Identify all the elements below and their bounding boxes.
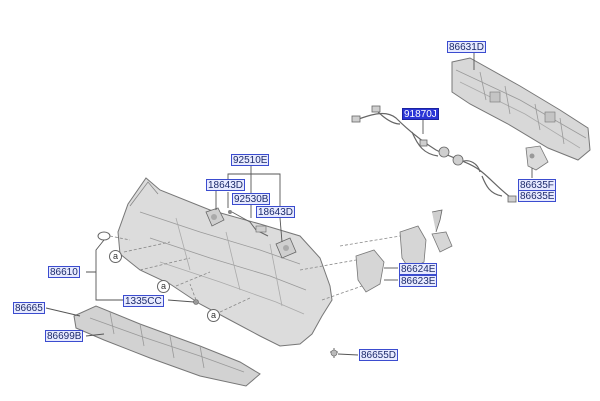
part-label-86699b[interactable]: 86699B bbox=[45, 330, 84, 342]
leader-lines bbox=[45, 52, 533, 356]
part-label-92530b[interactable]: 92530B bbox=[232, 193, 271, 205]
part-label-86631d[interactable]: 86631D bbox=[447, 41, 487, 53]
fastener-clip bbox=[431, 209, 443, 233]
part-label-86655d[interactable]: 86655D bbox=[359, 349, 399, 361]
harness-sensors bbox=[351, 105, 517, 203]
part-label-86624e[interactable]: 86624E bbox=[399, 263, 438, 275]
part-label-92510e[interactable]: 92510E bbox=[231, 154, 270, 166]
bumper-cover bbox=[117, 177, 333, 347]
part-label-18643d-left[interactable]: 18643D bbox=[206, 179, 246, 191]
rear-bumper-beam bbox=[451, 57, 591, 161]
clip-ring bbox=[97, 231, 111, 241]
part-label-18643d-right[interactable]: 18643D bbox=[256, 206, 296, 218]
screw-1335cc bbox=[193, 299, 199, 305]
beam-bracket bbox=[525, 145, 549, 171]
parking-sensor-right bbox=[275, 237, 297, 259]
callout-a-3: a bbox=[207, 309, 220, 322]
lower-diffuser bbox=[73, 305, 261, 387]
assembly-dash-lines bbox=[109, 235, 401, 313]
part-label-91870j[interactable]: 91870J bbox=[402, 108, 439, 120]
part-label-86635e[interactable]: 86635E bbox=[518, 190, 557, 202]
part-label-86665[interactable]: 86665 bbox=[13, 302, 45, 314]
sensor-bolt bbox=[228, 210, 269, 237]
wiring-harness bbox=[355, 109, 515, 201]
parking-sensor-left bbox=[205, 207, 225, 227]
screw-86655d bbox=[330, 348, 338, 358]
callout-a-2: a bbox=[157, 280, 170, 293]
callout-a-1: a bbox=[109, 250, 122, 263]
part-label-86610[interactable]: 86610 bbox=[48, 266, 80, 278]
part-label-1335cc[interactable]: 1335CC bbox=[123, 295, 164, 307]
side-bracket-upper bbox=[399, 225, 453, 271]
part-label-86623e[interactable]: 86623E bbox=[399, 275, 438, 287]
side-bracket-lower bbox=[355, 249, 385, 293]
